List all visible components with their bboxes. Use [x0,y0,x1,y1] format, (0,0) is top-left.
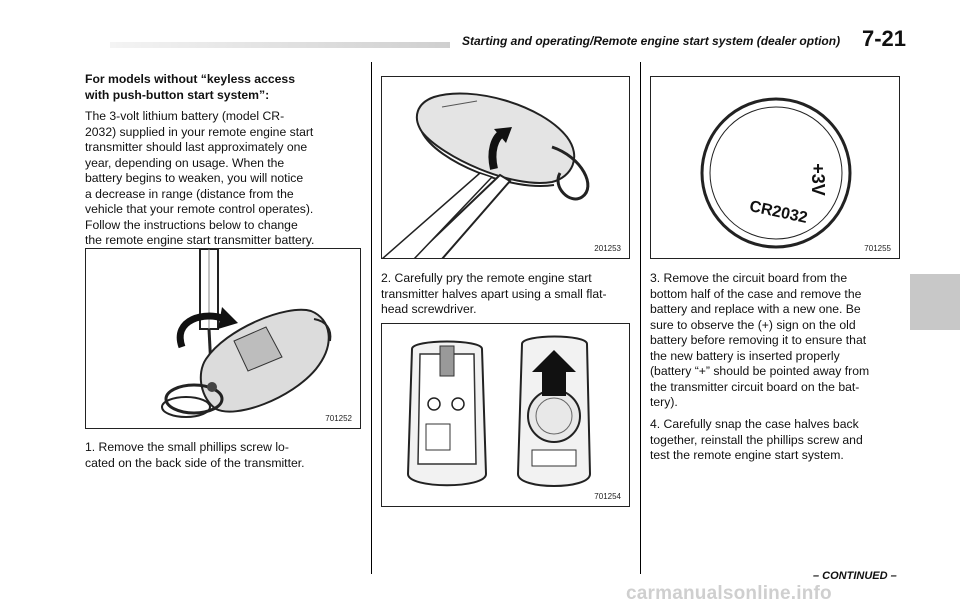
figure-battery: CR2032 +3V 701255 [650,76,900,259]
column-divider-left [371,62,372,574]
figure-code: 701252 [325,414,352,423]
figure-open-case: 701254 [381,323,630,507]
open-transmitter-illustration [406,335,592,487]
battery-voltage-label: +3V [807,163,828,196]
pry-screwdriver-illustration [382,92,590,258]
figure-code: 701254 [594,492,621,501]
step-3-text: 3. Remove the circuit board from the bot… [650,271,870,409]
step-2-text: 2. Carefully pry the remote engine start… [381,271,607,316]
header-rule [110,42,450,48]
battery-illustration [700,97,852,249]
page-number: 7-21 [862,26,907,51]
section-heading: For models without “keyless access with … [85,72,295,102]
column-divider-right [640,62,641,574]
figure-pry-case: 201253 [381,76,630,259]
section-title: Starting and operating/Remote engine sta… [462,34,841,48]
step-4-text: 4. Carefully snap the case halves back t… [650,417,863,462]
continued-label: – CONTINUED – [813,570,897,582]
intro-paragraph: The 3-volt lithium battery (model CR- 20… [85,109,315,247]
figure-remove-screw: 701252 [85,248,361,429]
figure-code: 701255 [864,244,891,253]
figure-code: 201253 [594,244,621,253]
screwdriver-transmitter-illustration [161,249,332,418]
step-1-text: 1. Remove the small phillips screw lo- c… [85,440,305,470]
watermark: carmanualsonline.info [626,583,832,604]
chapter-tab [910,274,960,330]
